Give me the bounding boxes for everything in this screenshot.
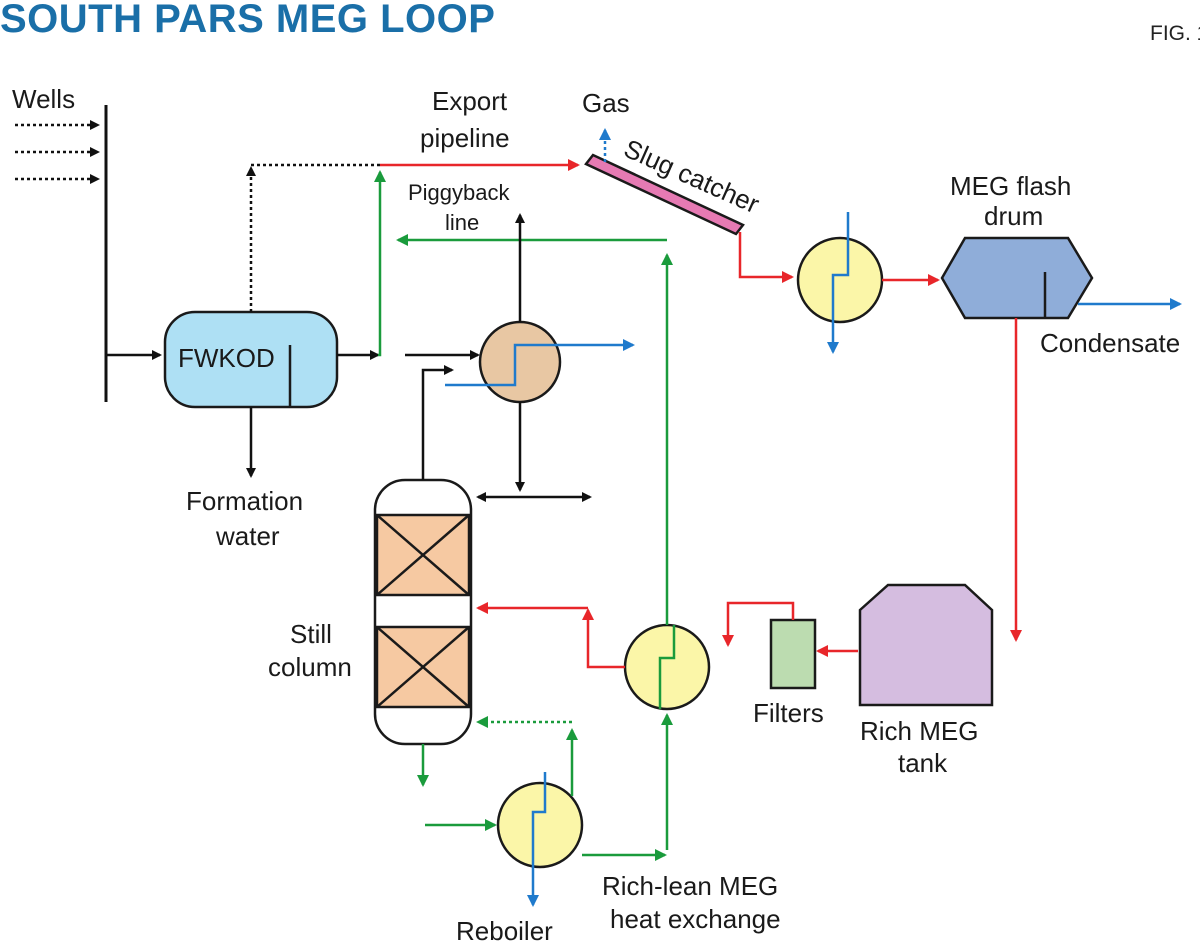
formation-water-label-2: water xyxy=(215,521,280,551)
fwkod-label: FWKOD xyxy=(178,343,275,373)
export-label-1: Export xyxy=(432,86,508,116)
rich-lean-label-2: heat exchange xyxy=(610,904,781,934)
fwkod-green-riser xyxy=(374,170,386,357)
inlet-exchanger-coil xyxy=(827,212,850,354)
slug-liquid-outlet xyxy=(738,232,794,283)
reboiler-heating-coil xyxy=(527,772,547,907)
still-packing-lower xyxy=(375,625,471,709)
rich-tank-label-2: tank xyxy=(898,748,948,778)
meg-flash-label-2: drum xyxy=(984,201,1043,231)
page-title: SOUTH PARS MEG LOOP xyxy=(0,0,495,41)
condenser-coolant xyxy=(445,339,635,387)
rich-lean-label-1: Rich-lean MEG xyxy=(602,871,778,901)
reboiler xyxy=(496,781,584,869)
formation-water-label-1: Formation xyxy=(186,486,303,516)
column-overhead xyxy=(421,365,454,480)
meg-flash-drum xyxy=(940,236,1094,320)
slug-catcher xyxy=(584,153,745,236)
meg-flash-label-1: MEG flash xyxy=(950,171,1071,201)
reboiler-label: Reboiler xyxy=(456,916,553,943)
overhead-condenser xyxy=(478,320,562,404)
rich-lean-coil xyxy=(658,625,676,709)
filters xyxy=(769,618,817,690)
still-column-label-1: Still xyxy=(290,619,332,649)
rich-lean-exchanger xyxy=(623,623,711,711)
exchanger-to-column xyxy=(582,608,625,669)
rich-meg-tank xyxy=(858,583,994,707)
piggyback-label-1: Piggyback xyxy=(408,180,511,205)
inlet-heat-exchanger xyxy=(796,236,884,324)
rich-tank-label-1: Rich MEG xyxy=(860,716,978,746)
wells-label: Wells xyxy=(12,84,75,114)
still-packing-upper xyxy=(375,513,471,597)
filters-to-exchanger xyxy=(722,601,795,647)
wells-inflow-arrows xyxy=(15,120,100,184)
filters-label: Filters xyxy=(753,698,824,728)
export-label-2: pipeline xyxy=(420,123,510,153)
still-column-label-2: column xyxy=(268,652,352,682)
gas-label: Gas xyxy=(582,88,630,118)
piggyback-label-2: line xyxy=(445,210,479,235)
figure-label: FIG. 1 xyxy=(1150,22,1200,45)
condensate-label: Condensate xyxy=(1040,328,1180,358)
